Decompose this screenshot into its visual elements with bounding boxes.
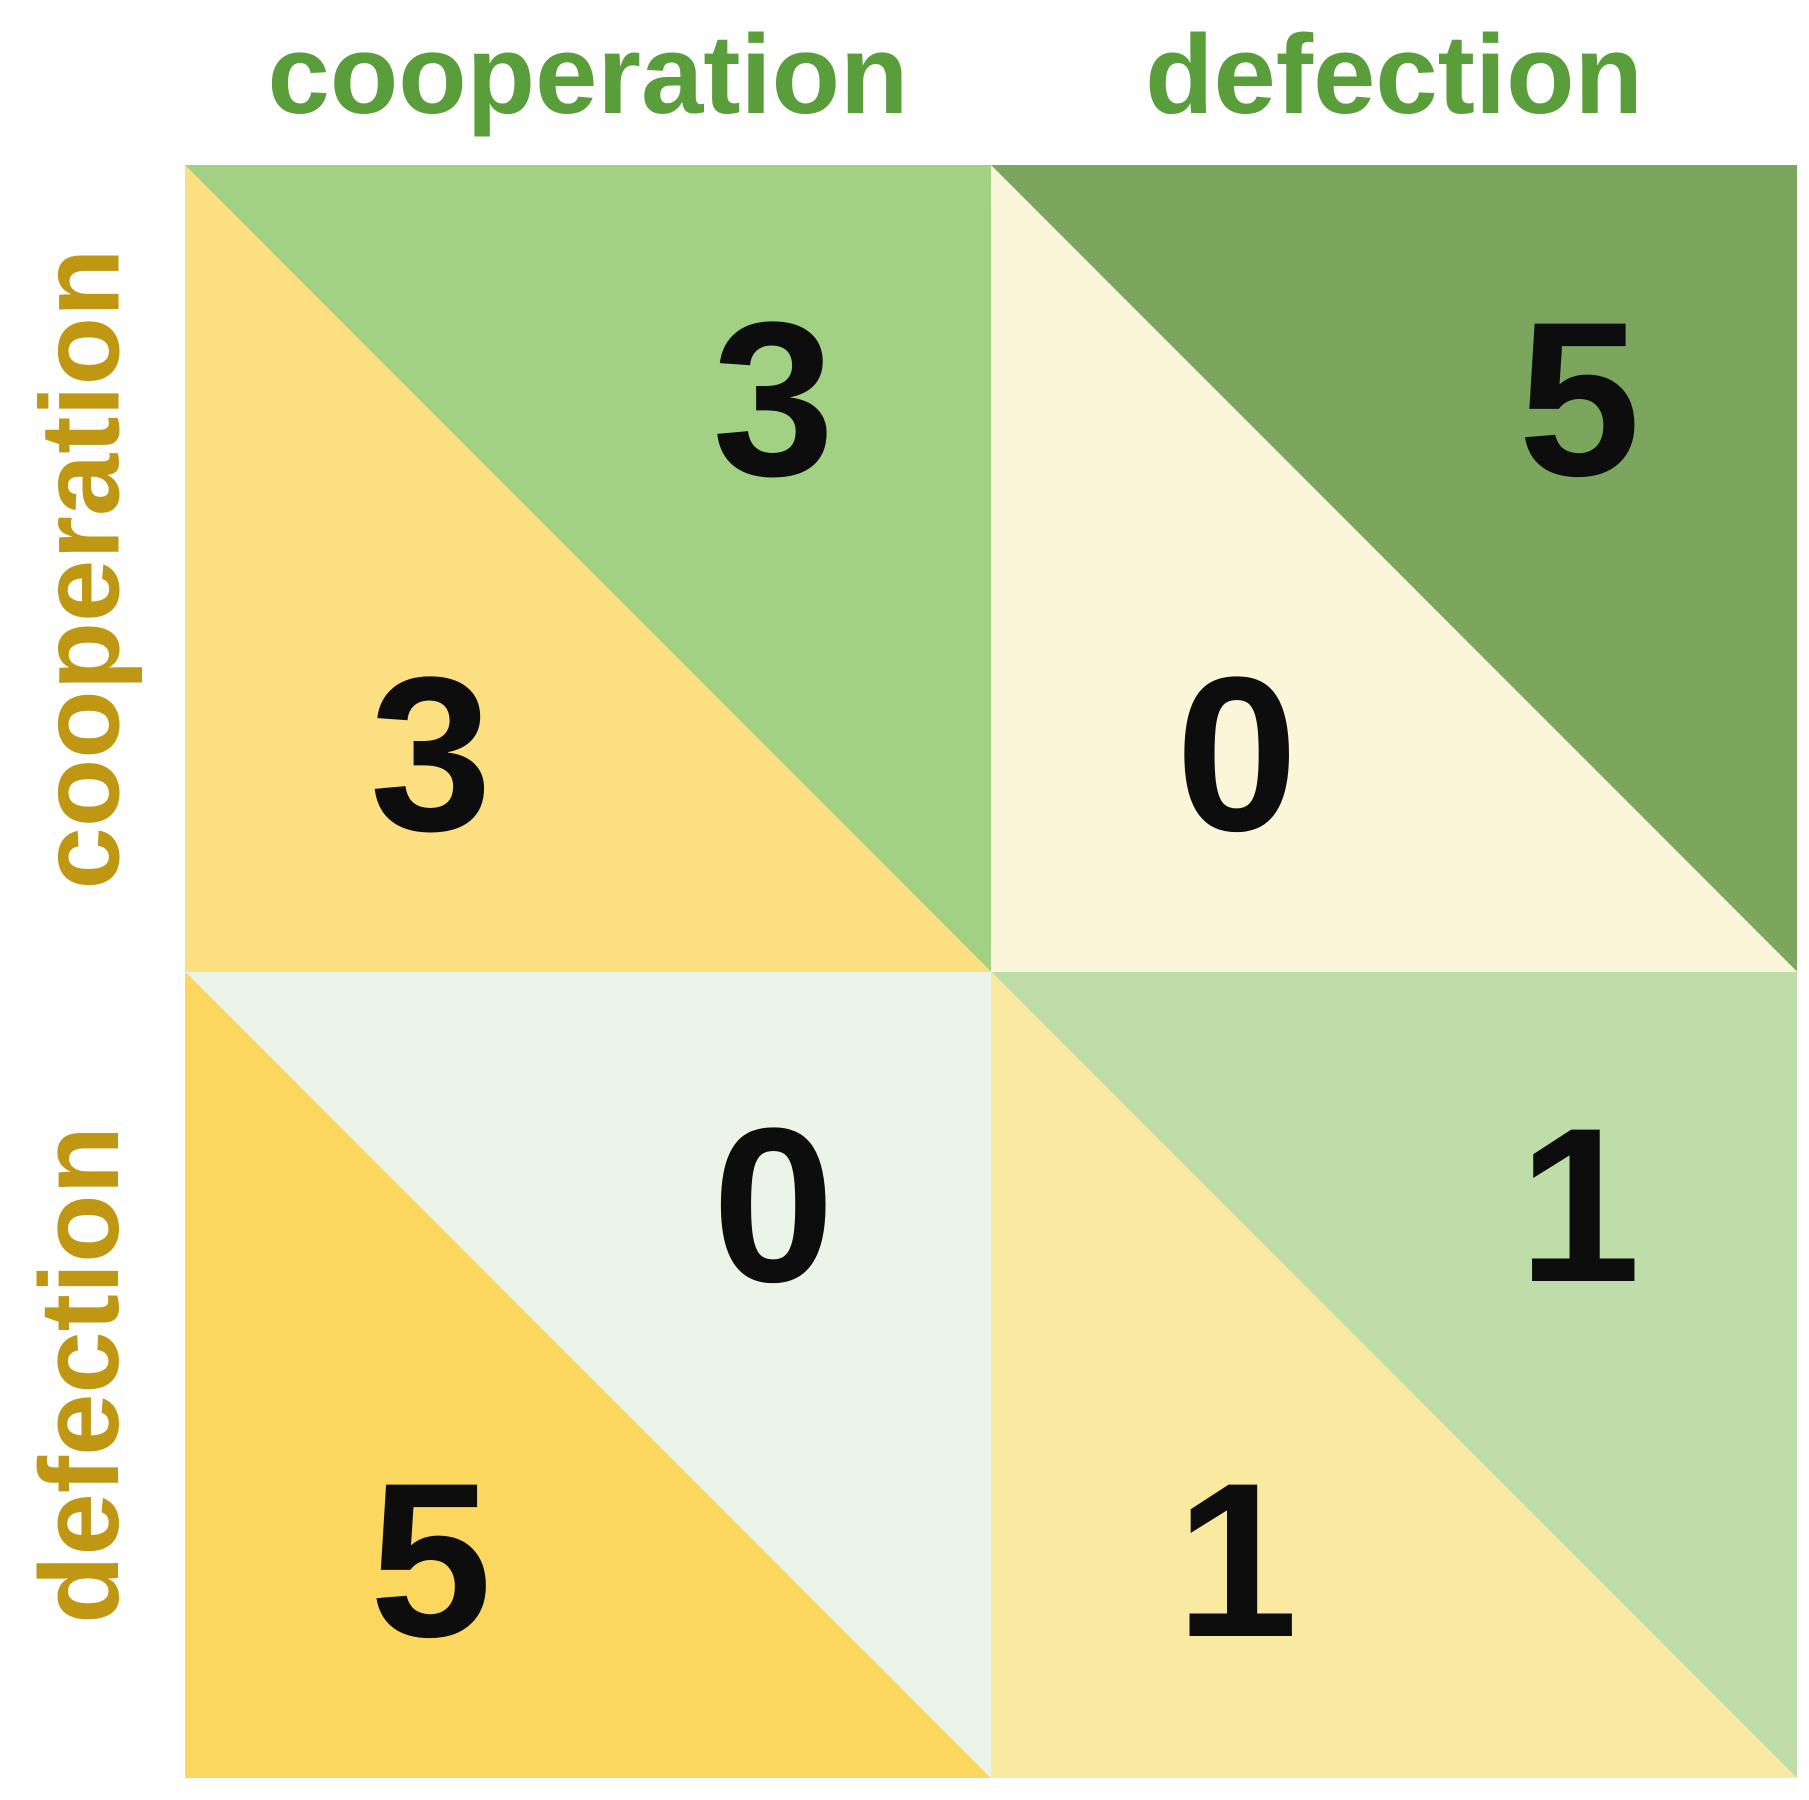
row-header-cooperation: cooperation xyxy=(17,248,142,889)
payoff-grid: 3 3 5 0 0 5 1 1 xyxy=(185,165,1797,1778)
row-player-payoff: 0 xyxy=(1175,630,1299,877)
cell-cooperation-defection: 5 0 xyxy=(991,165,1797,972)
cell-defection-defection: 1 1 xyxy=(991,971,1797,1778)
row-header-cooperation-wrap: cooperation xyxy=(0,165,160,972)
column-player-payoff: 3 xyxy=(712,275,835,522)
row-header-defection: defection xyxy=(17,1126,143,1624)
row-header-defection-wrap: defection xyxy=(0,972,160,1778)
cell-cooperation-cooperation: 3 3 xyxy=(185,165,991,972)
column-header-cooperation: cooperation xyxy=(267,12,909,137)
column-player-payoff: 0 xyxy=(712,1082,835,1329)
row-player-payoff: 5 xyxy=(369,1437,493,1684)
column-header-defection: defection xyxy=(1145,12,1643,137)
row-player-payoff: 1 xyxy=(1175,1437,1299,1684)
column-player-payoff: 5 xyxy=(1518,275,1641,522)
column-player-payoff: 1 xyxy=(1518,1082,1641,1329)
row-player-payoff: 3 xyxy=(369,630,493,877)
cell-defection-cooperation: 0 5 xyxy=(185,971,991,1778)
